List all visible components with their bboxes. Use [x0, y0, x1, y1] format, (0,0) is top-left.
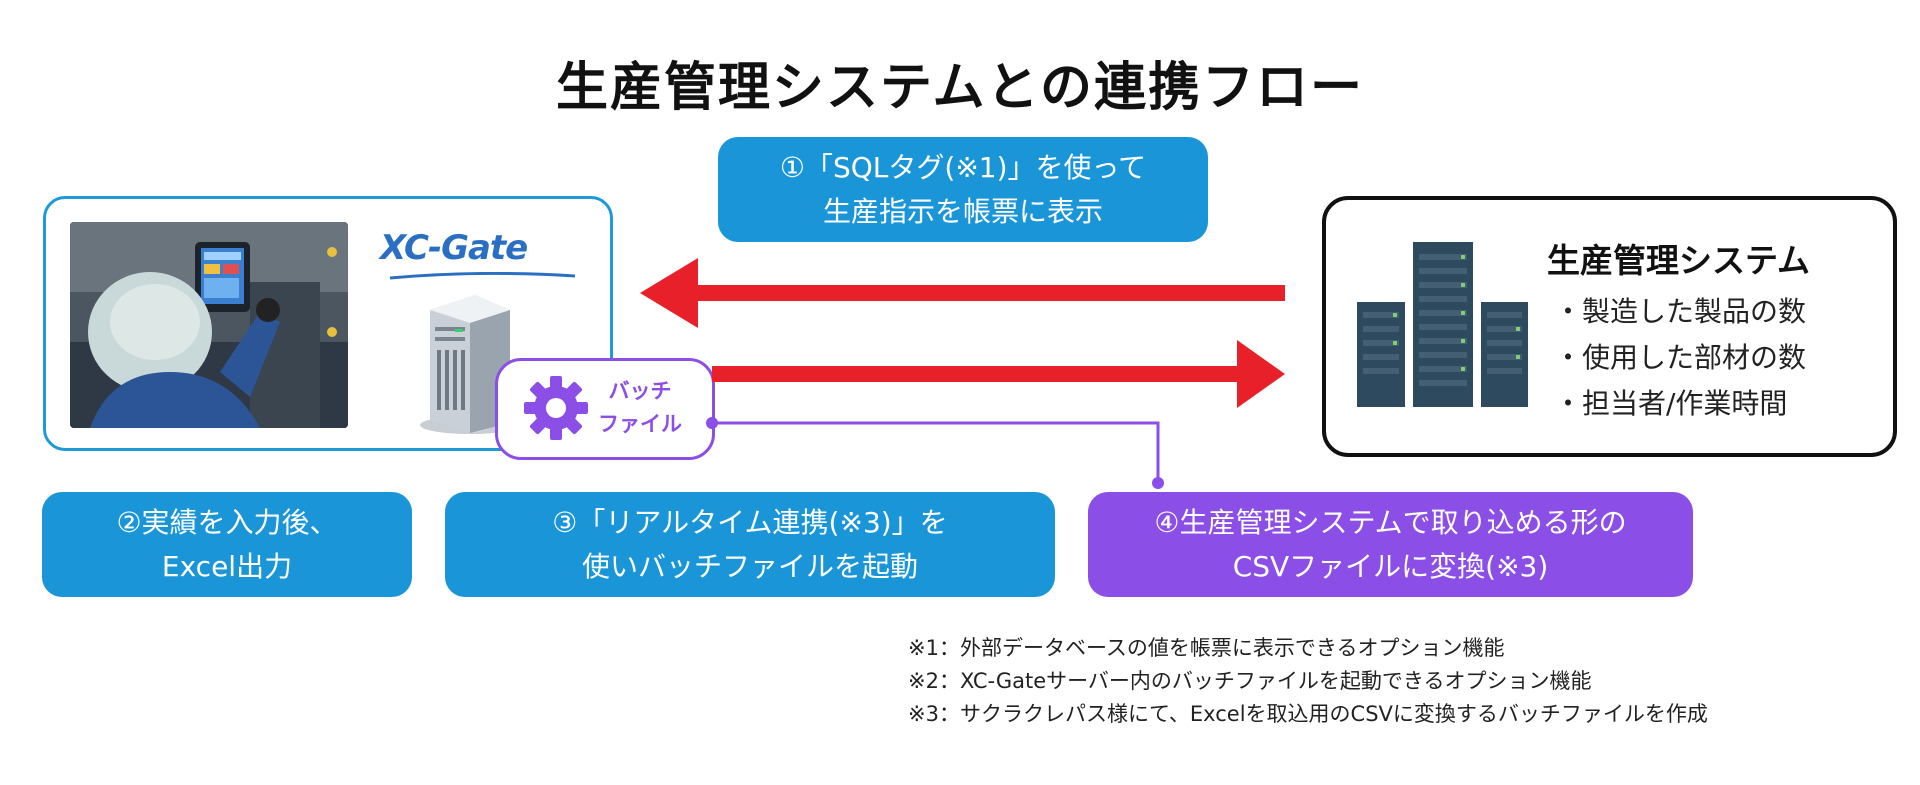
system-item-worker-time: ・担当者/作業時間	[1554, 387, 1788, 420]
server-rack-icon	[1357, 242, 1528, 407]
footnote-2: ※2：XC-Gateサーバー内のバッチファイルを起動できるオプション機能	[908, 669, 1592, 693]
worker-photo-illustration	[70, 222, 348, 428]
xc-gate-server-icon	[420, 295, 520, 434]
step-1-bubble: ①「SQLタグ(※1)」を使って 生産指示を帳票に表示	[718, 137, 1208, 242]
gear-icon	[524, 376, 588, 440]
system-title: 生産管理システム	[1547, 241, 1811, 280]
step-3-line2: 使いバッチファイルを起動	[581, 549, 918, 583]
system-item-products: ・製造した製品の数	[1554, 295, 1807, 328]
xc-gate-logo: XC-Gate	[380, 228, 528, 268]
step-2-line1: ②実績を入力後、	[116, 505, 338, 539]
step-2-bubble: ②実績を入力後、 Excel出力	[42, 492, 412, 597]
arrow-xcgate-to-system	[712, 340, 1285, 408]
batch-file-label-line2: ファイル	[598, 412, 682, 436]
step-3-line1: ③「リアルタイム連携(※3)」を	[552, 505, 948, 539]
diagram-title: 生産管理システムとの連携フロー	[556, 58, 1364, 118]
batch-connector-line	[706, 417, 1164, 489]
step-1-line2: 生産指示を帳票に表示	[822, 194, 1103, 228]
footnote-3: ※3：サクラクレパス様にて、Excelを取込用のCSVに変換するバッチファイルを…	[908, 702, 1708, 726]
step-3-bubble: ③「リアルタイム連携(※3)」を 使いバッチファイルを起動	[445, 492, 1055, 597]
step-1-line1: ①「SQLタグ(※1)」を使って	[779, 150, 1147, 184]
system-item-materials: ・使用した部材の数	[1554, 341, 1807, 374]
batch-file-label: バッチ ファイル	[585, 375, 695, 441]
step-4-line1: ④生産管理システムで取り込める形の	[1154, 505, 1627, 539]
xc-gate-logo-swoosh	[389, 272, 576, 280]
arrow-system-to-xcgate	[640, 258, 1285, 328]
batch-file-label-line1: バッチ	[608, 379, 672, 403]
step-2-line2: Excel出力	[161, 549, 293, 583]
step-4-line2: CSVファイルに変換(※3)	[1232, 549, 1549, 583]
step-4-bubble: ④生産管理システムで取り込める形の CSVファイルに変換(※3)	[1088, 492, 1693, 597]
worker-photo	[70, 222, 348, 428]
footnote-1: ※1：外部データベースの値を帳票に表示できるオプション機能	[908, 636, 1505, 660]
